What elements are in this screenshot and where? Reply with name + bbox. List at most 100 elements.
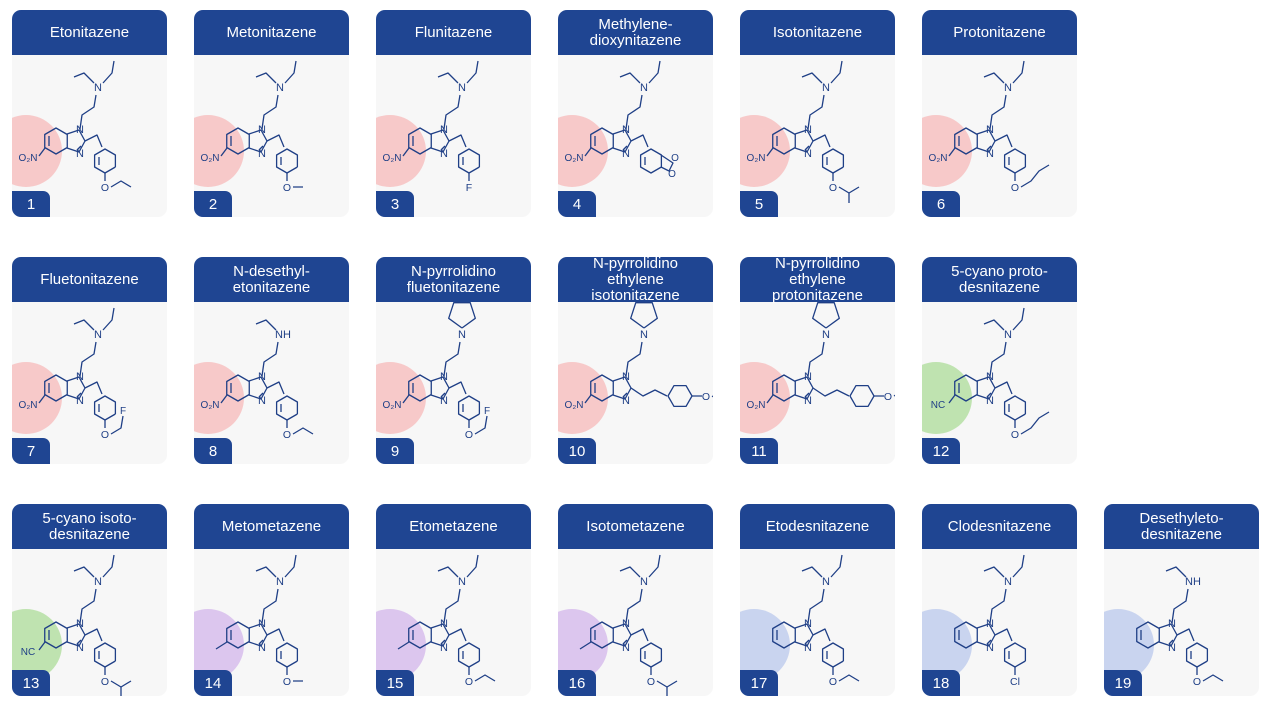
ether-o-label: O xyxy=(1011,429,1019,441)
ethyl-linker xyxy=(807,341,825,377)
n-ethyl-b xyxy=(648,60,661,84)
benzyl-linker xyxy=(448,381,467,395)
compound-name-line: fluetonitazene xyxy=(406,278,501,296)
ethyl-linker xyxy=(79,341,97,377)
compound-number-badge: 4 xyxy=(558,191,596,217)
alkoxy-chain xyxy=(893,394,895,397)
alkoxy-chain xyxy=(110,180,132,188)
compound-number-badge: 15 xyxy=(376,670,414,696)
compound-name-header: Isotonitazene xyxy=(740,10,895,55)
substituent-highlight xyxy=(1104,609,1154,681)
alkoxy-chain xyxy=(838,674,860,682)
alkoxy-chain xyxy=(110,680,132,688)
compound-number-badge: 1 xyxy=(12,191,50,217)
para-halogen-label: F xyxy=(466,182,472,194)
n-ethyl-a xyxy=(619,566,641,578)
compound-name-line: 5-cyano isoto- xyxy=(42,509,137,527)
phenyl-ring xyxy=(1003,642,1027,668)
ether-o-label: O xyxy=(101,182,109,194)
benzyl-linker xyxy=(84,381,103,395)
n1-label: N xyxy=(76,371,84,383)
compound-number-badge: 14 xyxy=(194,670,232,696)
benzyl-linker xyxy=(84,628,103,642)
substituent-bond xyxy=(584,394,592,404)
n3-label: N xyxy=(258,642,266,654)
compound-name-line: desnitazene xyxy=(959,278,1040,296)
compound-name-header: Methylene-dioxynitazene xyxy=(558,10,713,55)
substituent-bond xyxy=(402,394,410,404)
amine-n-label: N xyxy=(1004,576,1012,588)
n-ethyl-a xyxy=(983,319,1005,331)
compound-number-badge: 5 xyxy=(740,191,778,217)
n-ethyl-b xyxy=(830,554,843,578)
ethyl-linker xyxy=(625,94,643,130)
double-bond xyxy=(76,392,82,398)
compound-name-line: N-desethyl- xyxy=(233,262,310,280)
alkoxy-chain xyxy=(474,415,488,435)
phenyl-ring xyxy=(457,642,481,668)
substituent-highlight xyxy=(558,362,608,434)
pyrrolidine-ring xyxy=(448,302,476,329)
ether-o-label: O xyxy=(884,391,892,403)
double-bond xyxy=(440,145,446,151)
n3-label: N xyxy=(258,148,266,160)
compound-number-badge: 7 xyxy=(12,438,50,464)
substituent-bond xyxy=(38,641,46,651)
n3-label: N xyxy=(804,395,812,407)
n3-label: N xyxy=(76,642,84,654)
substituent-highlight xyxy=(194,362,244,434)
pyrrolidine-ring xyxy=(630,302,658,329)
compound-name-header: 5-cyano proto-desnitazene xyxy=(922,257,1077,302)
ether-o-label: O xyxy=(283,429,291,441)
ethyl-linker xyxy=(989,588,1007,624)
n3-label: N xyxy=(986,642,994,654)
phenyl-ring xyxy=(849,384,875,408)
amine-n-label: N xyxy=(458,576,466,588)
compound-name-line: N-pyrrolidino ethylene xyxy=(592,257,679,288)
substituent-bond xyxy=(220,394,228,404)
ethyl-linker xyxy=(443,588,461,624)
alkoxy-chain xyxy=(292,427,314,435)
compound-name-line: Isotometazene xyxy=(586,517,685,535)
ethyl-linker xyxy=(261,94,279,130)
ether-o-label: O xyxy=(283,182,291,194)
n-ethyl-a xyxy=(801,72,823,84)
compound-name-line: Protonitazene xyxy=(953,23,1046,41)
compound-number-badge: 2 xyxy=(194,191,232,217)
compound-number-badge: 10 xyxy=(558,438,596,464)
double-bond xyxy=(986,145,992,151)
amine-nh-label: NH xyxy=(275,329,291,341)
compound-name-line: Fluetonitazene xyxy=(40,270,139,288)
n-ethyl-a xyxy=(73,566,95,578)
substituent-label: O₂N xyxy=(565,400,584,411)
amine-n-label: N xyxy=(458,82,466,94)
compound-name-line: Isotonitazene xyxy=(772,23,863,41)
double-bond xyxy=(258,639,264,645)
benzyl-linker xyxy=(994,381,1013,395)
substituent-highlight xyxy=(376,609,426,681)
substituent-bond xyxy=(948,147,956,157)
compound-number-badge: 3 xyxy=(376,191,414,217)
phenyl-ring xyxy=(457,148,481,174)
compound-name-line: etonitazene xyxy=(232,278,311,296)
phenyl-ring xyxy=(275,395,299,421)
ethyl-linker xyxy=(625,341,643,377)
compound-name-line: Methylene- xyxy=(598,15,673,33)
substituent-label: O₂N xyxy=(383,400,402,411)
benzyl-linker xyxy=(448,628,467,642)
compound-number-badge: 19 xyxy=(1104,670,1142,696)
